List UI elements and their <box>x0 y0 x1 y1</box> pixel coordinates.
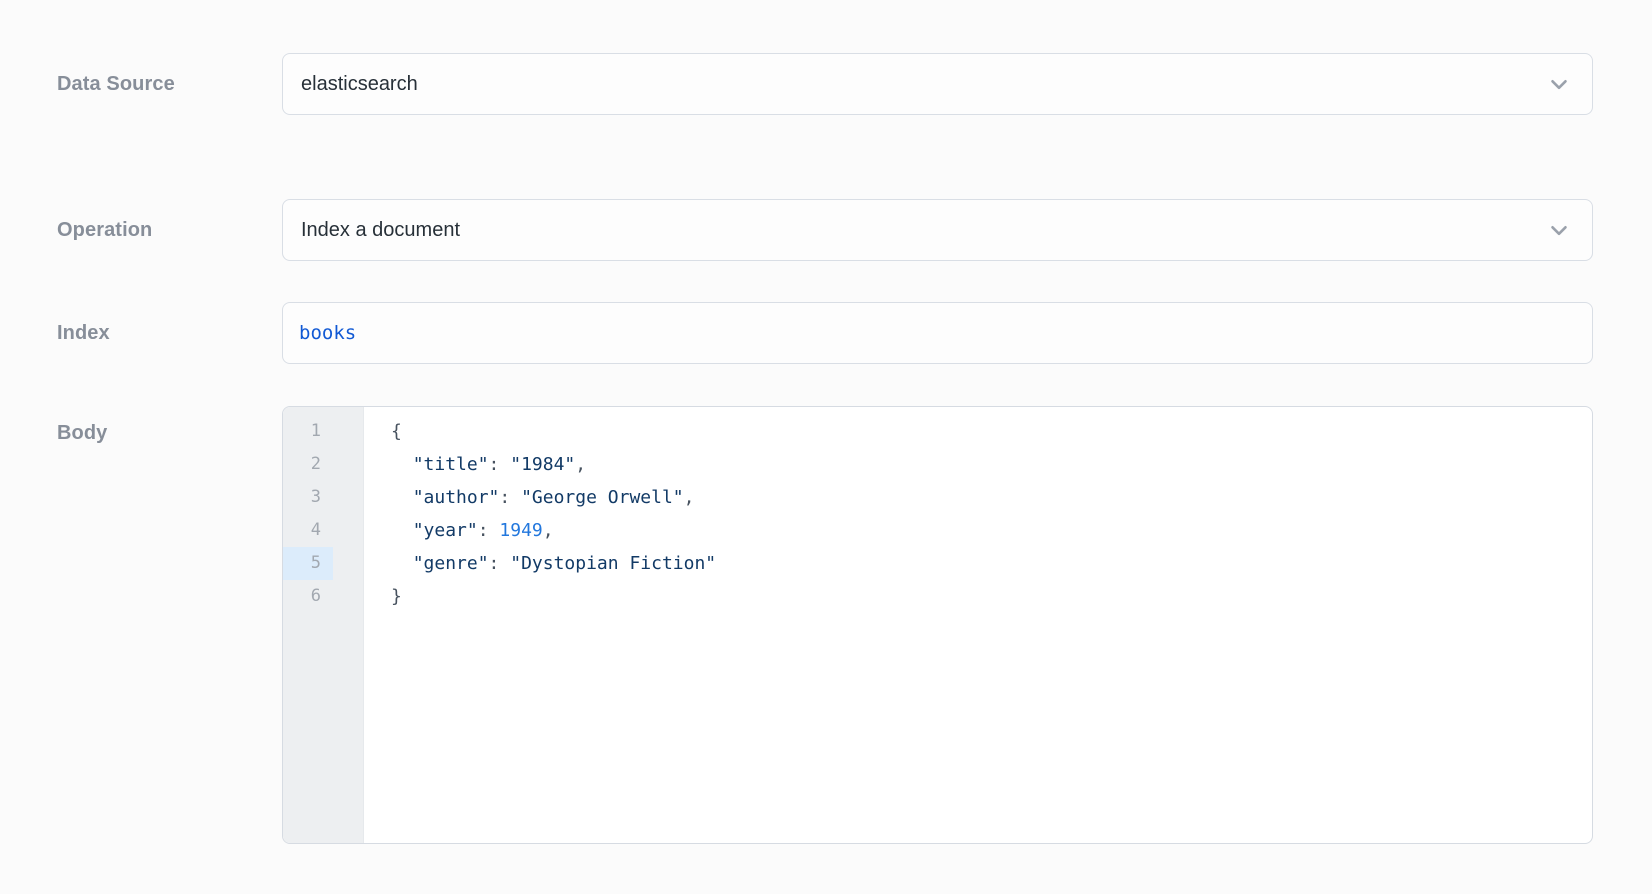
body-editor-lines: 1{2 "title": "1984",3 "author": "George … <box>283 407 1592 613</box>
editor-line: 5 "genre": "Dystopian Fiction" <box>283 547 1592 580</box>
code-token: 1949 <box>499 520 543 541</box>
code-token: : <box>488 454 511 475</box>
operation-select[interactable]: Index a document <box>282 199 1593 261</box>
editor-line: 2 "title": "1984", <box>283 448 1592 481</box>
chevron-down-icon <box>1551 225 1567 236</box>
code-token: "1984" <box>510 454 576 475</box>
index-input[interactable] <box>282 302 1593 364</box>
operation-label-col: Operation <box>0 219 282 242</box>
operation-value: Index a document <box>301 218 460 241</box>
line-number: 6 <box>310 586 321 606</box>
code-line: "author": "George Orwell", <box>333 481 695 514</box>
code-token <box>391 520 413 541</box>
data-source-field-col: elasticsearch <box>282 53 1593 115</box>
parameters-form: Data Source elasticsearch Operation Inde… <box>0 53 1652 844</box>
field-row-operation: Operation Index a document <box>0 199 1652 261</box>
code-token: "Dystopian Fiction" <box>510 553 717 574</box>
editor-gutter <box>283 407 364 843</box>
code-line: "genre": "Dystopian Fiction" <box>333 547 716 580</box>
code-token: , <box>575 454 587 475</box>
data-source-label: Data Source <box>57 72 175 95</box>
body-label-col: Body <box>0 406 282 445</box>
line-number: 3 <box>310 487 321 507</box>
editor-line: 3 "author": "George Orwell", <box>283 481 1592 514</box>
operation-field-col: Index a document <box>282 199 1593 261</box>
line-number: 1 <box>310 421 321 441</box>
code-token: "year" <box>412 520 478 541</box>
code-token: , <box>683 487 695 508</box>
field-row-index: Index <box>0 302 1652 364</box>
editor-line: 1{ <box>283 415 1592 448</box>
code-token: } <box>391 586 402 607</box>
code-token: "author" <box>412 487 500 508</box>
editor-line: 6} <box>283 580 1592 613</box>
code-line: } <box>333 580 402 613</box>
code-line: { <box>333 415 402 448</box>
code-token <box>391 487 413 508</box>
code-token <box>391 553 413 574</box>
operation-label: Operation <box>57 218 153 241</box>
editor-line: 4 "year": 1949, <box>283 514 1592 547</box>
code-token: : <box>488 553 511 574</box>
field-row-body: Body 1{2 "title": "1984",3 "author": "Ge… <box>0 406 1652 844</box>
code-token: , <box>542 520 554 541</box>
data-source-select[interactable]: elasticsearch <box>282 53 1593 115</box>
line-number: 4 <box>310 520 321 540</box>
data-source-value: elasticsearch <box>301 72 418 95</box>
index-field-col <box>282 302 1593 364</box>
code-token: : <box>477 520 500 541</box>
line-number: 5 <box>283 547 333 580</box>
code-token: "genre" <box>412 553 489 574</box>
line-number: 2 <box>310 454 321 474</box>
field-row-data-source: Data Source elasticsearch <box>0 53 1652 115</box>
chevron-down-icon <box>1551 79 1567 90</box>
code-line: "year": 1949, <box>333 514 554 547</box>
code-line: "title": "1984", <box>333 448 586 481</box>
index-label: Index <box>57 321 110 344</box>
code-token <box>391 454 413 475</box>
code-token: "title" <box>412 454 489 475</box>
code-token: "George Orwell" <box>521 487 684 508</box>
code-token: { <box>391 421 402 442</box>
body-field-col: 1{2 "title": "1984",3 "author": "George … <box>282 406 1593 844</box>
body-label: Body <box>57 422 108 444</box>
data-source-label-col: Data Source <box>0 73 282 96</box>
body-editor[interactable]: 1{2 "title": "1984",3 "author": "George … <box>282 406 1593 844</box>
code-token: : <box>499 487 522 508</box>
index-label-col: Index <box>0 322 282 345</box>
